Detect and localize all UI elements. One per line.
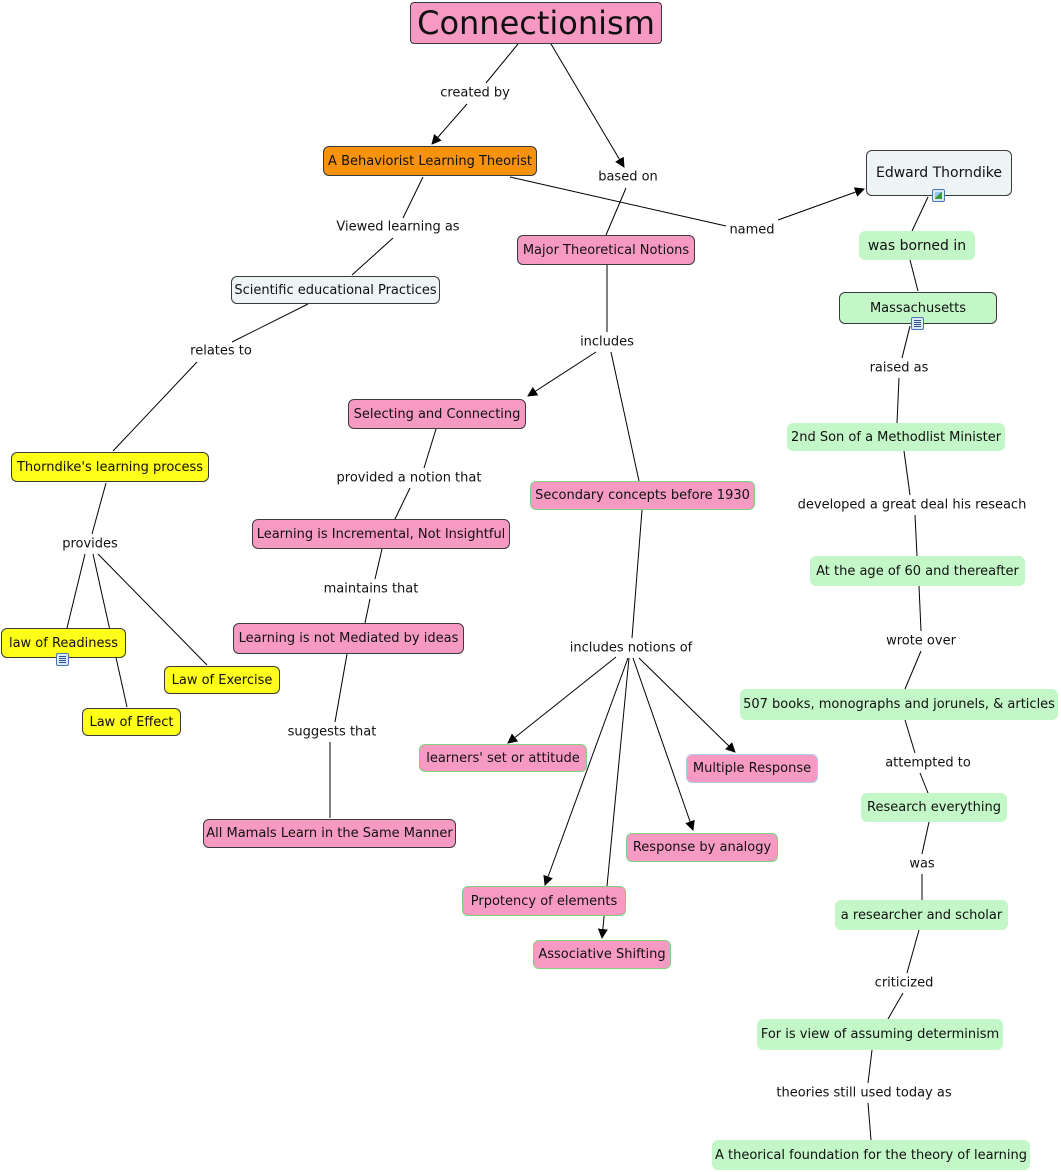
node-prepotency[interactable]: Prpotency of elements (462, 886, 626, 916)
link-label-provides: provides (59, 535, 121, 553)
link-label-raised-as: raised as (866, 359, 932, 377)
link-label-wrote-over: wrote over (883, 632, 959, 650)
node-learning-incremental[interactable]: Learning is Incremental, Not Insightful (252, 519, 510, 549)
link-label-provided-notion: provided a notion that (333, 469, 485, 487)
node-law-of-exercise[interactable]: Law of Exercise (164, 666, 280, 694)
node-selecting-connecting[interactable]: Selecting and Connecting (348, 399, 526, 429)
note-icon[interactable] (911, 317, 924, 330)
node-second-son[interactable]: 2nd Son of a Methodlist Minister (787, 423, 1005, 451)
link-label-suggests: suggests that (284, 723, 380, 741)
node-all-mammals[interactable]: All Mamals Learn in the Same Manner (203, 819, 456, 848)
link-label-named: named (726, 221, 778, 239)
node-behaviorist-theorist[interactable]: A Behaviorist Learning Theorist (323, 146, 537, 176)
link-label-based-on: based on (595, 168, 661, 186)
node-massachusetts[interactable]: Massachusetts (839, 292, 997, 324)
node-research-everything[interactable]: Research everything (861, 793, 1007, 822)
image-icon[interactable] (932, 189, 945, 202)
node-books[interactable]: 507 books, monographs and jorunels, & ar… (740, 689, 1058, 720)
node-associative-shifting[interactable]: Associative Shifting (533, 940, 671, 969)
node-secondary-concepts[interactable]: Secondary concepts before 1930 (530, 481, 755, 510)
node-learning-process[interactable]: Thorndike's learning process (11, 452, 209, 482)
node-not-mediated[interactable]: Learning is not Mediated by ideas (233, 623, 464, 654)
node-connectionism[interactable]: Connectionism (410, 2, 662, 44)
link-label-developed: developed a great deal his reseach (794, 496, 1030, 514)
link-label-relates-to: relates to (187, 342, 255, 360)
note-icon[interactable] (56, 653, 69, 666)
node-scientific-practices[interactable]: Scientific educational Practices (231, 276, 440, 304)
link-label-includes-notions: includes notions of (566, 639, 696, 657)
link-label-criticized: criticized (871, 974, 937, 992)
node-age-60[interactable]: At the age of 60 and thereafter (810, 556, 1025, 586)
node-determinism[interactable]: For is view of assuming determinism (757, 1019, 1003, 1050)
link-label-maintains: maintains that (320, 580, 422, 598)
node-theorical-foundation[interactable]: A theorical foundation for the theory of… (712, 1140, 1030, 1170)
node-major-theoretical-notions[interactable]: Major Theoretical Notions (517, 235, 695, 265)
link-label-attempted: attempted to (882, 754, 974, 772)
node-researcher-scholar[interactable]: a researcher and scholar (835, 900, 1008, 930)
link-label-theories-used: theories still used today as (773, 1084, 955, 1102)
link-label-was: was (906, 855, 938, 873)
node-edward-thorndike[interactable]: Edward Thorndike (866, 150, 1012, 196)
link-label-includes: includes (577, 333, 637, 351)
node-law-of-effect[interactable]: Law of Effect (82, 708, 181, 736)
node-response-analogy[interactable]: Response by analogy (626, 833, 778, 862)
node-learners-set[interactable]: learners' set or attitude (419, 744, 587, 772)
link-label-created-by: created by (437, 84, 513, 102)
link-label-viewed-learning-as: Viewed learning as (333, 218, 463, 236)
node-multiple-response[interactable]: Multiple Response (686, 754, 818, 783)
node-was-borned-in[interactable]: was borned in (859, 231, 975, 260)
